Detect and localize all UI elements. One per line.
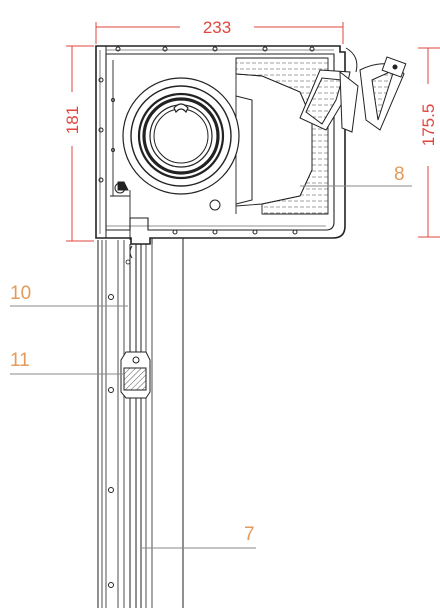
dimension-height-left xyxy=(66,45,94,242)
winding-tube xyxy=(114,77,253,211)
dimension-width xyxy=(95,22,344,44)
inspection-flap xyxy=(299,47,407,133)
dimension-height-right-label: 175.5 xyxy=(419,104,438,147)
dimension-height-left-label: 181 xyxy=(63,106,82,134)
callout-8-label: 8 xyxy=(394,164,405,185)
guide-rail xyxy=(97,237,184,608)
callout-11-label: 11 xyxy=(10,350,30,371)
bottom-bar xyxy=(120,351,151,399)
callout-7-label: 7 xyxy=(244,524,255,545)
dimension-width-label: 233 xyxy=(203,18,231,37)
dimension-height-right xyxy=(418,47,440,238)
inner-guide-strip xyxy=(110,60,131,240)
callout-10-label: 10 xyxy=(10,283,31,304)
